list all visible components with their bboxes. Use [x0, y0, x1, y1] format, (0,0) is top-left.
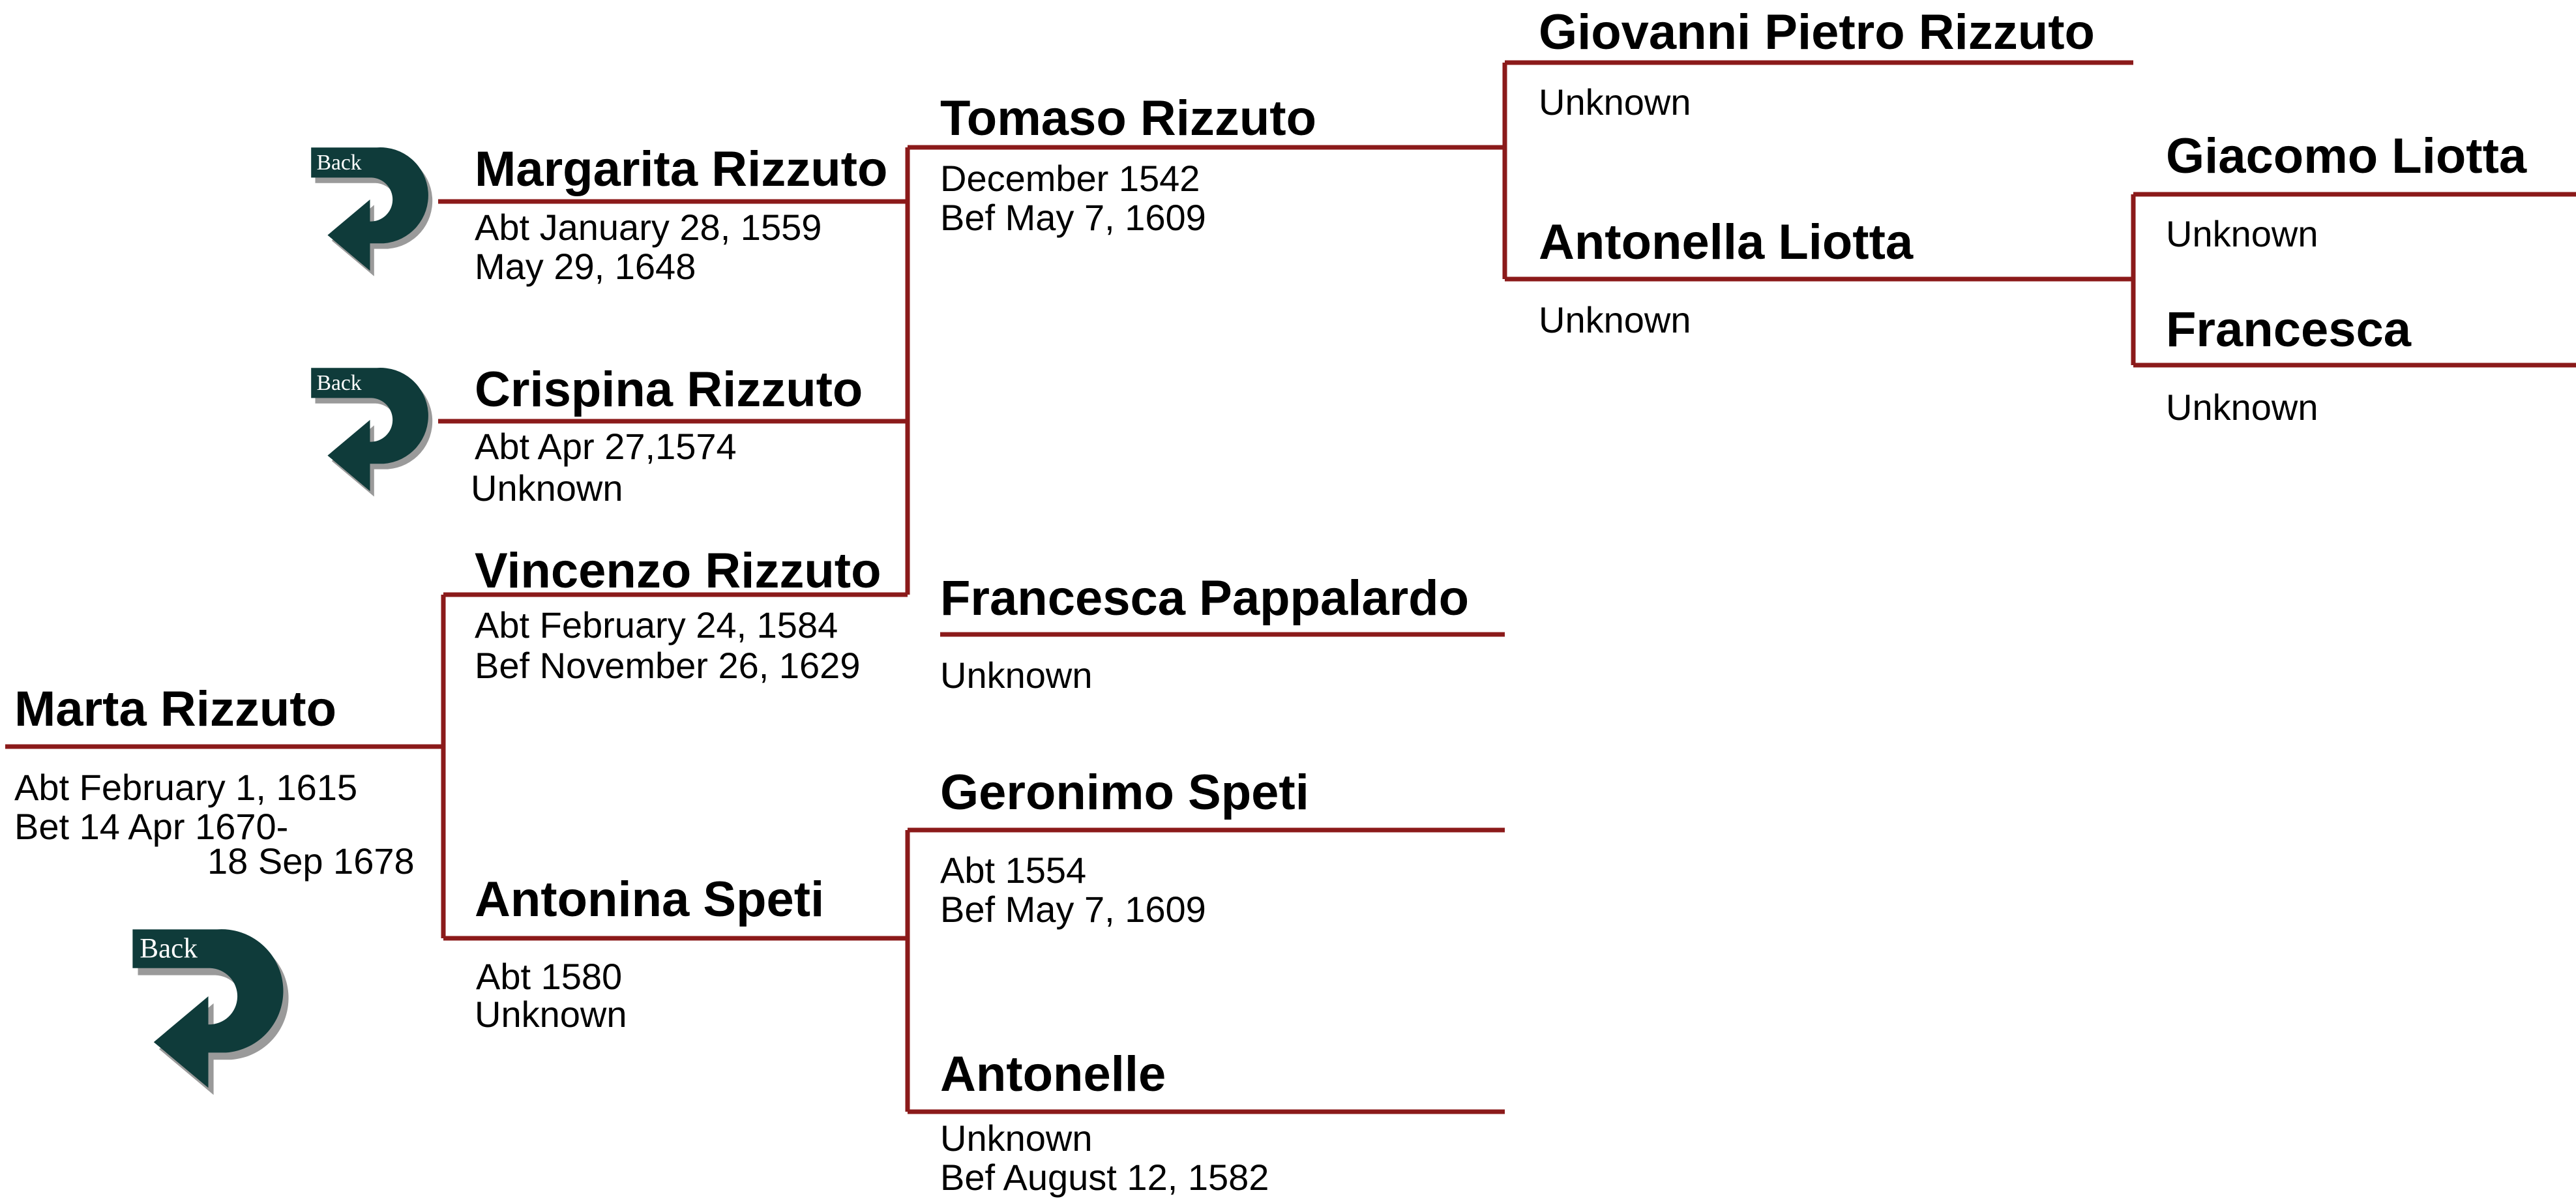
- person-name-tomaso[interactable]: Tomaso Rizzuto: [940, 91, 1317, 146]
- person-name-antonina[interactable]: Antonina Speti: [475, 872, 825, 927]
- person-birth-antonina: Abt 1580: [476, 956, 623, 997]
- person-birth-crispina: Abt Apr 27,1574: [475, 426, 737, 467]
- person-birth-antonelle: Unknown: [940, 1118, 1093, 1159]
- svg-text:Back: Back: [317, 371, 362, 395]
- person-dates-francesca-pappalardo: Unknown: [940, 655, 1093, 696]
- person-death-marta-cont: 18 Sep 1678: [207, 840, 415, 882]
- connector-lines: [5, 60, 2576, 1114]
- back-button-crispina[interactable]: Back: [305, 365, 449, 502]
- person-birth-geronimo: Abt 1554: [940, 850, 1087, 891]
- person-death-crispina: Unknown: [471, 468, 623, 509]
- person-birth-marta: Abt February 1, 1615: [14, 767, 358, 808]
- svg-text:Back: Back: [140, 934, 198, 964]
- person-death-marta: Bet 14 Apr 1670-: [14, 806, 289, 847]
- svg-text:Back: Back: [317, 151, 362, 175]
- curved-back-arrow-icon: Back: [311, 147, 433, 276]
- person-death-antonina: Unknown: [475, 994, 627, 1035]
- person-name-giovanni[interactable]: Giovanni Pietro Rizzuto: [1539, 5, 2095, 60]
- person-name-margarita[interactable]: Margarita Rizzuto: [475, 141, 888, 197]
- person-name-francesca[interactable]: Francesca: [2166, 302, 2412, 357]
- back-button-marta[interactable]: Back: [129, 926, 305, 1102]
- curved-back-arrow-icon: Back: [311, 368, 433, 497]
- person-birth-margarita: Abt January 28, 1559: [475, 207, 822, 248]
- person-dates-antonella: Unknown: [1539, 299, 1691, 340]
- person-death-antonelle: Bef August 12, 1582: [940, 1157, 1269, 1198]
- person-name-crispina[interactable]: Crispina Rizzuto: [475, 362, 863, 417]
- person-birth-tomaso: December 1542: [940, 158, 1200, 199]
- person-name-francesca-pappalardo[interactable]: Francesca Pappalardo: [940, 571, 1470, 626]
- person-death-geronimo: Bef May 7, 1609: [940, 889, 1206, 930]
- person-name-giacomo[interactable]: Giacomo Liotta: [2166, 128, 2527, 184]
- person-birth-vincenzo: Abt February 24, 1584: [475, 604, 838, 646]
- person-death-margarita: May 29, 1648: [475, 246, 696, 287]
- person-dates-giacomo: Unknown: [2166, 213, 2318, 254]
- person-dates-giovanni: Unknown: [1539, 82, 1691, 123]
- person-name-geronimo[interactable]: Geronimo Speti: [940, 765, 1309, 820]
- person-death-vincenzo: Bef November 26, 1629: [475, 645, 861, 686]
- curved-back-arrow-icon: Back: [132, 929, 289, 1095]
- person-dates-francesca: Unknown: [2166, 387, 2318, 428]
- person-name-antonelle[interactable]: Antonelle: [940, 1047, 1166, 1102]
- person-death-tomaso: Bef May 7, 1609: [940, 197, 1206, 238]
- back-button-margarita[interactable]: Back: [305, 145, 449, 282]
- person-name-antonella[interactable]: Antonella Liotta: [1539, 215, 1914, 270]
- person-name-vincenzo[interactable]: Vincenzo Rizzuto: [475, 543, 881, 599]
- person-name-marta[interactable]: Marta Rizzuto: [14, 681, 336, 737]
